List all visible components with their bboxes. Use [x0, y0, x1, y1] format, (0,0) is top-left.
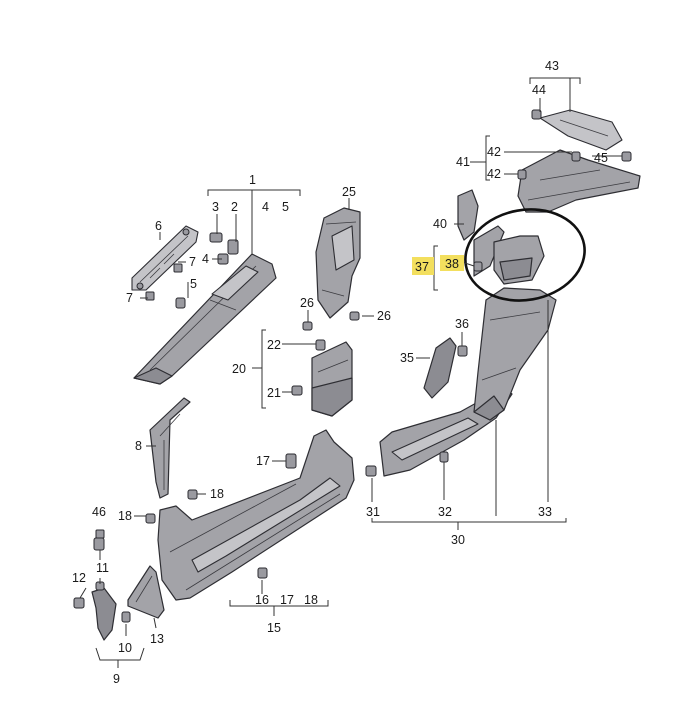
callout-42a: 42 — [487, 145, 501, 159]
callout-18b: 18 — [118, 509, 132, 523]
highlight-38 — [440, 255, 464, 271]
callout-7a: 7 — [189, 255, 196, 269]
callout-13: 13 — [150, 632, 164, 646]
callout-16: 16 — [255, 593, 269, 607]
callout-32: 32 — [438, 505, 452, 519]
part-6-bracket — [131, 225, 199, 291]
callout-9: 9 — [113, 672, 120, 686]
clips-sill — [145, 453, 297, 579]
part-43-bracket — [531, 109, 632, 162]
callout-21: 21 — [267, 386, 281, 400]
callout-17b: 17 — [280, 593, 294, 607]
callout-40: 40 — [433, 217, 447, 231]
part-41-upper-rear-trim — [517, 149, 641, 213]
callout-35: 35 — [400, 351, 414, 365]
clips-upper-left — [145, 232, 239, 309]
callout-43: 43 — [545, 59, 559, 73]
callout-41: 41 — [456, 155, 470, 169]
part-8-lower-a-pillar — [149, 397, 191, 499]
callout-22: 22 — [267, 338, 281, 352]
callout-26a: 26 — [300, 296, 314, 310]
callout-18a: 18 — [210, 487, 224, 501]
part-35-bracket — [423, 337, 468, 399]
callout-30: 30 — [451, 533, 465, 547]
callout-8: 8 — [135, 439, 142, 453]
callout-20: 20 — [232, 362, 246, 376]
callout-5: 5 — [282, 200, 289, 214]
callout-12: 12 — [72, 571, 86, 585]
part-9-bracket — [73, 537, 131, 641]
callout-44: 44 — [532, 83, 546, 97]
callout-5b: 5 — [190, 277, 197, 291]
callout-15: 15 — [267, 621, 281, 635]
part-c-pillar-trim — [473, 287, 557, 421]
part-40-panel — [457, 189, 479, 241]
callout-2: 2 — [231, 200, 238, 214]
callout-1: 1 — [249, 173, 256, 187]
callouts: 1 3 2 4 5 6 7 4 5 7 25 26 26 22 20 21 8 … — [72, 59, 608, 686]
callout-4: 4 — [262, 200, 269, 214]
callout-37: 37 — [415, 260, 429, 274]
callout-38: 38 — [445, 257, 459, 271]
part-38-bracket — [473, 225, 545, 285]
part-25-b-pillar-upper — [315, 207, 361, 319]
callout-45: 45 — [594, 151, 608, 165]
callout-36: 36 — [455, 317, 469, 331]
callout-42b: 42 — [487, 167, 501, 181]
callout-11: 11 — [96, 561, 109, 575]
callout-6: 6 — [155, 219, 162, 233]
callout-31: 31 — [366, 505, 380, 519]
clips-b-pillar — [291, 311, 360, 396]
part-1-a-pillar-trim — [133, 253, 277, 385]
callout-33: 33 — [538, 505, 552, 519]
callout-18c: 18 — [304, 593, 318, 607]
part-13-kick-panel — [127, 565, 165, 619]
callout-17a: 17 — [256, 454, 270, 468]
part-15-sill-trim — [157, 429, 355, 601]
callout-3: 3 — [212, 200, 219, 214]
callout-7b: 7 — [126, 291, 133, 305]
callout-25: 25 — [342, 185, 356, 199]
callout-46: 46 — [92, 505, 106, 519]
highlight-ring — [464, 208, 586, 302]
callout-4b: 4 — [202, 252, 209, 266]
highlight-37 — [412, 257, 434, 275]
callout-26b: 26 — [377, 309, 391, 323]
callout-10: 10 — [118, 641, 132, 655]
part-46-clip — [95, 529, 105, 539]
part-20-b-pillar-lower — [311, 341, 353, 417]
